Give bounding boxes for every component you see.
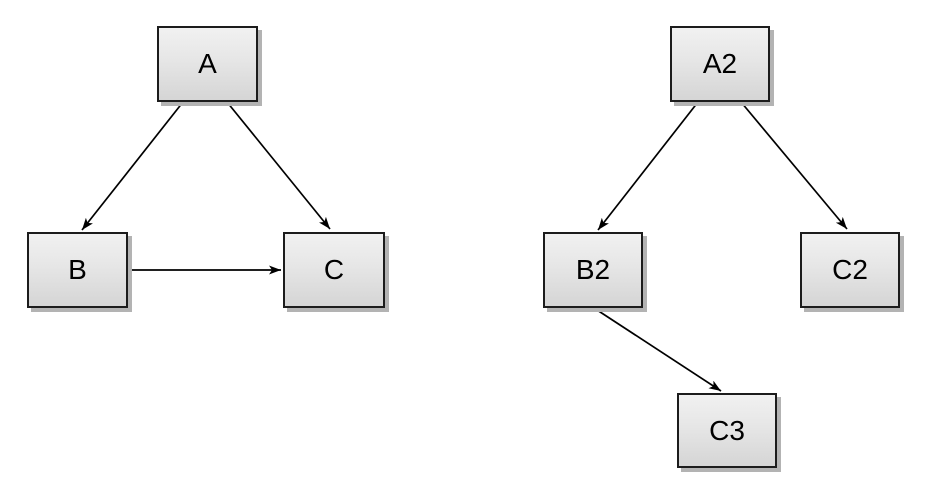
- edge-B2-C3[interactable]: [593, 307, 722, 392]
- node-label: C3: [709, 414, 745, 446]
- node-B[interactable]: B: [27, 232, 128, 308]
- node-label: C2: [832, 254, 868, 285]
- node-A[interactable]: A: [157, 26, 258, 102]
- node-label: C: [323, 254, 345, 285]
- edge-A2-B2[interactable]: [597, 101, 699, 231]
- node-C[interactable]: C: [283, 232, 385, 308]
- edge-A-C[interactable]: [226, 101, 331, 230]
- node-label: B2: [575, 254, 611, 285]
- node-C3[interactable]: C3: [677, 393, 777, 468]
- edge-A2-C2[interactable]: [740, 101, 848, 230]
- edge-A-B[interactable]: [81, 101, 184, 231]
- node-C2[interactable]: C2: [800, 232, 900, 308]
- node-A2[interactable]: A2: [670, 26, 770, 102]
- node-B2[interactable]: B2: [543, 232, 643, 308]
- node-label: A2: [702, 48, 738, 79]
- node-label: B: [68, 254, 87, 285]
- node-label: A: [198, 48, 217, 79]
